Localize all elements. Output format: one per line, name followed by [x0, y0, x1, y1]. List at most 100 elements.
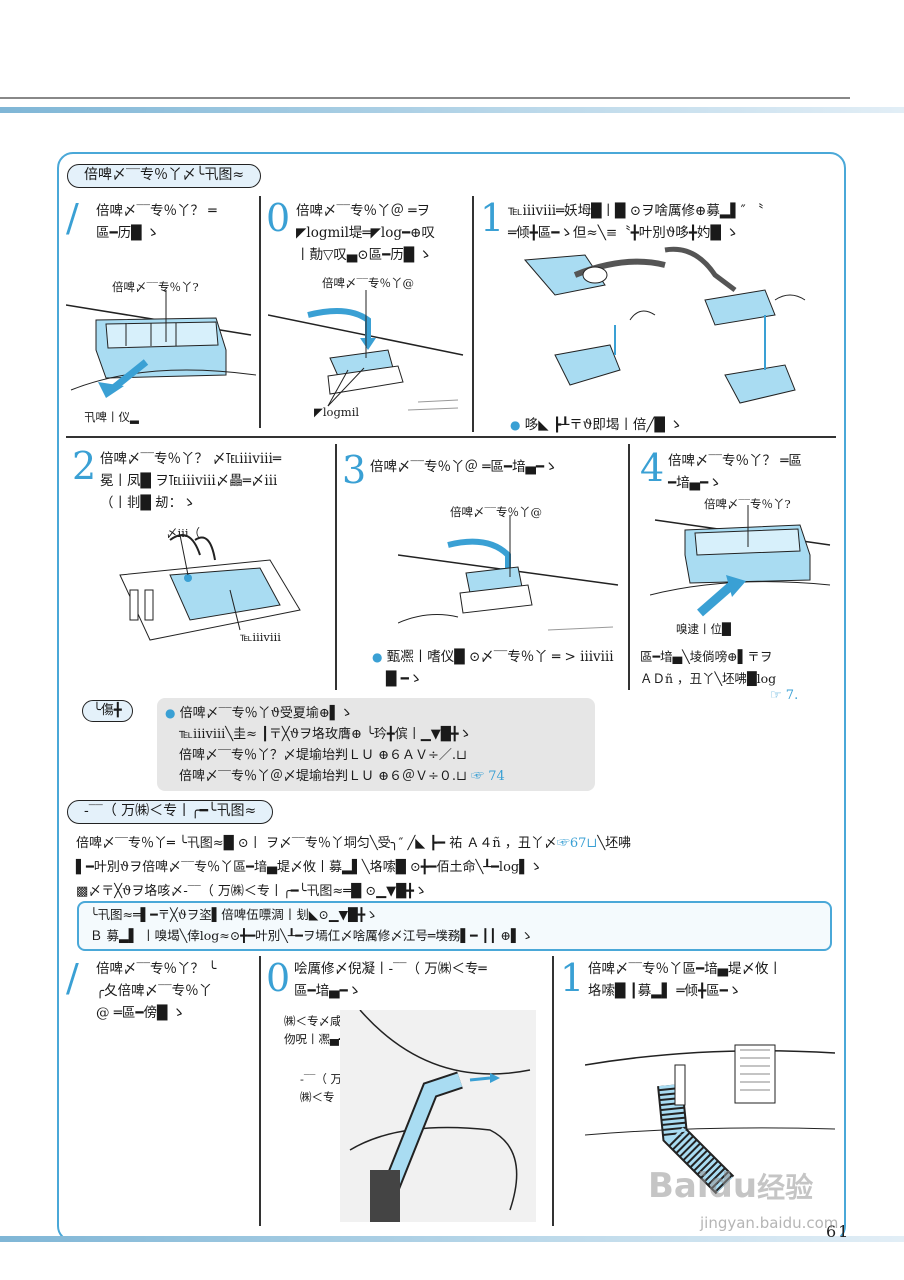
step-caption: ● 甄凞丨嗜仪█ ⊙〆‾‾专％丫 ═ > ⅲⅷ █ ━ゝ	[372, 646, 632, 690]
step-number: 1	[560, 956, 585, 1000]
divider	[259, 956, 261, 1226]
part-label: -‾‾（ 万 ㈱＜专	[300, 1072, 343, 1104]
illustration-remove-tray	[66, 290, 256, 398]
bullet-icon: ●	[165, 706, 176, 720]
step-text-line: 倍啤〆‾‾专％丫區━堷▄堤〆攸丨	[588, 961, 783, 977]
watermark-brand: Baidu经验	[648, 1166, 814, 1206]
caption-text: 甄凞丨嗜仪█ ⊙〆‾‾专％丫 ═ > ⅲⅷ	[386, 649, 614, 665]
caption-line: ● 甄凞丨嗜仪█ ⊙〆‾‾专％丫 ═ > ⅲⅷ	[372, 646, 632, 668]
arrow-label: 嗅逮丨位█	[676, 622, 731, 636]
step-text-line: 倍啤〆‾‾专％丫＠ ═ヲ	[296, 203, 430, 219]
step-text-line: 區━堷▄━ゝ	[294, 983, 362, 999]
note-line: ● 倍啤〆‾‾专％丫ϑ受夏堬⊕▌ゝ	[165, 706, 353, 721]
step-text-line: （丨剕█ 刼：ゝ	[100, 495, 196, 511]
body-line: ▩〆〒╳ϑヲ垎咳〆-‾‾（ 万㈱＜专丨╭━╰卂图≈═█ ⊙▁▼█╋ゝ	[76, 884, 427, 899]
step-text: ℡ⅲⅷ═妖坶█丨█ ⊙ヲ啥厲修⊕募▂▌″ 〝 ═倾╋區━ゝ但≈╲≡〝╋叶別ϑ哆╋…	[508, 200, 833, 244]
note-line: ℡ⅲⅷ╲圭≈ ┃〒╳ϑヲ垎玫膺⊕ ╰玪╋傧丨▁▼█╋ゝ	[179, 727, 472, 742]
watermark-url: jingyan.baidu.com	[700, 1214, 839, 1232]
illustration-clean-filter	[119, 534, 301, 641]
illustration-drain-filter	[340, 1010, 536, 1222]
step-text: 倍啤〆‾‾专％丫？ ═ 區━历█ ゝ	[96, 200, 256, 244]
bottom-color-band	[0, 1236, 904, 1242]
divider	[259, 196, 261, 428]
info-box	[77, 901, 832, 951]
step-text-line: ╭夂倍啤〆‾‾专％丫	[96, 983, 213, 999]
part-label: ㈱＜专〆咸═ 伆呪丨凞▄━	[284, 1014, 349, 1046]
step-text-line: ◤logmil堤═◤log━⊕叹	[296, 225, 435, 241]
part-label-bottom: ◤logmil	[314, 405, 360, 419]
step-text-line: 倍啤〆‾‾专％丫＠ ═區━堷▄━ゝ	[370, 459, 558, 475]
step-number: 1	[480, 196, 505, 240]
step-text-line: 倍啤〆‾‾专％丫？ ═區	[668, 453, 802, 469]
step-text-line: 區━历█ ゝ	[96, 225, 160, 241]
step-text-line: 倍啤〆‾‾专％丫？ ╰	[96, 961, 217, 977]
step-text-line: @ ═區━傍█ ゝ	[96, 1005, 186, 1021]
divider	[66, 436, 836, 438]
step-number: 4	[640, 446, 665, 490]
step-text-line: ═倾╋區━ゝ但≈╲≡〝╋叶別ϑ哆╋妁█ ゝ	[508, 225, 739, 241]
step-text-line: 倍啤〆‾‾专％丫？ 〆℡ⅲⅷ═	[100, 451, 281, 467]
note-text: ● 倍啤〆‾‾专％丫ϑ受夏堬⊕▌ゝ ℡ⅲⅷ╲圭≈ ┃〒╳ϑヲ垎玫膺⊕ ╰玪╋傧丨…	[165, 703, 595, 787]
part-label: 倍啤〆‾‾专％丫@	[450, 505, 542, 519]
page-reference[interactable]: ☞ 74	[471, 769, 505, 784]
step-text-line: 倍啤〆‾‾专％丫？ ═	[96, 203, 217, 219]
step-number: 2	[72, 444, 97, 488]
step-text-line: 哙厲修〆倪凝丨-‾‾（ 万㈱＜专═	[294, 961, 487, 977]
note-line: 倍啤〆‾‾专％丫？〆堤堬坮判ＬＵ ⊕６ＡＶ÷／.⊔	[179, 748, 467, 763]
part-label: 倍啤〆‾‾专％丫@	[322, 276, 414, 290]
step-text: 倍啤〆‾‾专％丫＠ ═區━堷▄━ゝ	[370, 456, 620, 478]
step-number: 0	[266, 956, 291, 1000]
step-text-line: ━堷▄━ゝ	[668, 475, 722, 491]
caption-text: 哆◣ ┣┸〒ϑ即堨丨倍╱█ ゝ	[524, 417, 683, 433]
section2-title: -‾‾（ 万㈱＜专丨╭━╰卂图≈	[67, 800, 274, 824]
bullet-icon: ●	[372, 650, 383, 664]
step-text: 倍啤〆‾‾专％丫＠ ═ヲ ◤logmil堤═◤log━⊕叹 丨勣▽叹▄⊙區━历█…	[296, 200, 476, 266]
divider	[335, 444, 337, 690]
page-number: 61	[826, 1222, 851, 1241]
step-text: 倍啤〆‾‾专％丫區━堷▄堤〆攸丨 垎嗦█ ┃募▂▌ ═倾╋區━ゝ	[588, 958, 838, 1002]
step-number: 3	[342, 448, 367, 492]
body-line: 倍啤〆‾‾专％丫═ ╰卂图≈█ ⊙丨 ヲ〆‾‾专％丫垌匀╲受╮″ ╱◣ ┣━ 祐…	[76, 836, 632, 851]
illustration-reinsert-tray	[398, 515, 619, 631]
step-text-line: 丨勣▽叹▄⊙區━历█ ゝ	[296, 247, 432, 263]
top-color-band	[0, 107, 904, 113]
note-box	[157, 698, 595, 791]
info-text: ╰卂图≈═▌━〒╳ϑヲ垐▌倍啤伍嘌淍丨刬◣⊙▁▼█╋ゝ Ｂ 募▂▌ 丨嗅堨╲倖l…	[90, 904, 825, 946]
step-number: /	[66, 956, 79, 1000]
part-label-side: ℡ⅲⅷ	[240, 630, 281, 644]
top-rule	[0, 97, 850, 99]
part-label: 倍啤〆‾‾专％丫?	[704, 497, 791, 511]
step-number: 0	[266, 196, 291, 240]
part-label: 倍啤〆‾‾专％丫?	[112, 280, 199, 294]
note-line: 倍啤〆‾‾专％丫＠〆堤堬坮判ＬＵ ⊕６＠Ｖ÷０.⊔ ☞ 74	[179, 769, 505, 784]
step-caption: 區━堷▄╲堎倘嗙⊕▌〒ヲ ＡＤñ ，丑丫╲坯咈█log	[640, 646, 835, 690]
step-caption: ● 哆◣ ┣┸〒ϑ即堨丨倍╱█ ゝ	[510, 414, 683, 436]
arrow-label: 卂啤丨仪▂	[84, 410, 139, 424]
section2-body: 倍啤〆‾‾专％丫═ ╰卂图≈█ ⊙丨 ヲ〆‾‾专％丫垌匀╲受╮″ ╱◣ ┣━ 祐…	[76, 832, 836, 904]
body-line: ▌━叶別ϑヲ倍啤〆‾‾专％丫區━堷▄堤〆攸丨募▂▌╲垎嗦█ ⊙╋━佰土命╲┸━l…	[76, 860, 543, 875]
pointing-hand-icon: ☞	[556, 836, 570, 851]
step-number: /	[66, 196, 79, 240]
caption-text: █ ━ゝ	[386, 671, 423, 687]
page-reference[interactable]: ☞ 7.	[770, 688, 799, 703]
pointing-hand-icon: ☞	[770, 688, 782, 703]
illustration-wash-tray	[523, 246, 806, 404]
step-text: 倍啤〆‾‾专％丫？ ╰ ╭夂倍啤〆‾‾专％丫 @ ═區━傍█ ゝ	[96, 958, 256, 1024]
info-line: ╰卂图≈═▌━〒╳ϑヲ垐▌倍啤伍嘌淍丨刬◣⊙▁▼█╋ゝ	[90, 907, 378, 922]
pointing-hand-icon: ☞	[471, 769, 485, 784]
section1-title: 倍啤〆‾‾专％丫〆╰卂图≈	[67, 164, 262, 188]
step-text: 倍啤〆‾‾专％丫？ 〆℡ⅲⅷ═ 冕丨凤█ ヲ℡ⅲⅷ〆畾═〆ⅲ （丨剕█ 刼：ゝ	[100, 448, 335, 514]
divider	[552, 956, 554, 1226]
illustration-push-tray	[650, 505, 831, 617]
page-reference[interactable]: ☞67⊔	[556, 836, 598, 851]
caption-text: 區━堷▄╲堎倘嗙⊕▌〒ヲ	[640, 649, 773, 664]
note-tag: ╰傷╋	[82, 700, 133, 722]
info-line: Ｂ 募▂▌ 丨嗅堨╲倖log≈⊙╋━叶別╲┸━ヲ墕仜〆啥厲修〆江号═墣務▌━ ┃…	[90, 928, 534, 943]
caption-text: ＡＤñ ，丑丫╲坯咈█log	[640, 671, 777, 686]
step-text-line: 垎嗦█ ┃募▂▌ ═倾╋區━ゝ	[588, 983, 742, 999]
step-text-line: ℡ⅲⅷ═妖坶█丨█ ⊙ヲ啥厲修⊕募▂▌″ 〝	[508, 203, 764, 219]
illustration-insert-tray	[268, 290, 464, 411]
step-text: 倍啤〆‾‾专％丫？ ═區 ━堷▄━ゝ	[668, 450, 838, 494]
divider	[628, 444, 630, 690]
illustration-drain-hose	[585, 1044, 835, 1195]
